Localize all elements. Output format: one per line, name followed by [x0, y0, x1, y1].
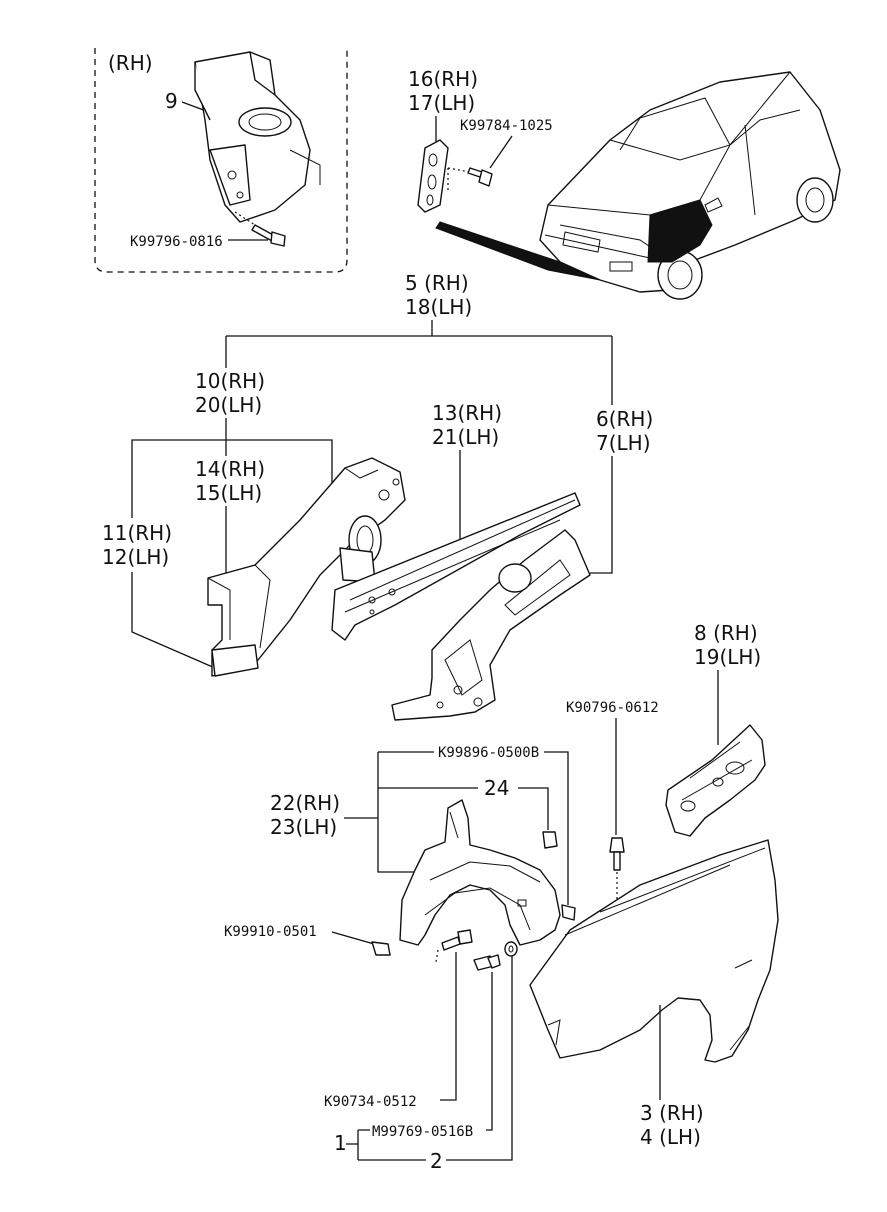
pn-m99769-0516b: M99769-0516B — [372, 1124, 473, 1140]
callout-19: 19(LH) — [694, 645, 761, 669]
car-overview-illustration — [539, 71, 841, 300]
bolt-1025-icon — [467, 167, 493, 187]
callout-24: 24 — [484, 776, 509, 800]
pn-k99910-0501: K99910-0501 — [224, 924, 317, 940]
pn-k90796-0612: K90796-0612 — [566, 700, 659, 716]
side-member-6-7 — [391, 529, 591, 721]
callout-8: 8 (RH) — [694, 621, 758, 645]
callout-20: 20(LH) — [195, 393, 262, 417]
callout-18: 18(LH) — [405, 295, 472, 319]
callout-16: 16(RH) — [408, 67, 478, 91]
pn-k99784-1025: K99784-1025 — [460, 118, 553, 134]
callout-23: 23(LH) — [270, 815, 337, 839]
callout-9: 9 — [165, 89, 178, 113]
inner-panel-8-19 — [665, 724, 766, 837]
callout-6: 6(RH) — [596, 407, 653, 431]
callout-7: 7(LH) — [596, 431, 651, 455]
bolt-0816-icon — [251, 224, 286, 247]
callout-22: 22(RH) — [270, 791, 340, 815]
callout-4: 4 (LH) — [640, 1125, 701, 1149]
callout-10: 10(RH) — [195, 369, 265, 393]
callout-15: 15(LH) — [195, 481, 262, 505]
callout-17: 17(LH) — [408, 91, 475, 115]
car-pointer-wedge — [435, 221, 601, 281]
callout-5: 5 (RH) — [405, 271, 469, 295]
bolt-0612-icon — [609, 837, 625, 871]
callout-12: 12(LH) — [102, 545, 169, 569]
callout-11: 11(RH) — [102, 521, 172, 545]
frame-rail-13-21 — [331, 492, 581, 641]
callout-14: 14(RH) — [195, 457, 265, 481]
screw-0516b-icon — [473, 954, 501, 971]
front-fender-3-4 — [529, 839, 779, 1063]
apron-member-14-15 — [207, 457, 406, 677]
strut-tower-bracket — [194, 51, 321, 223]
pn-k99896-0500b: K99896-0500B — [438, 745, 539, 761]
screw-0512-icon — [441, 929, 473, 951]
callout-13: 13(RH) — [432, 401, 502, 425]
clip-24-icon — [542, 831, 558, 849]
washer-2-icon — [504, 941, 518, 957]
callout-3: 3 (RH) — [640, 1101, 704, 1125]
clip-0501-icon — [371, 941, 391, 956]
callout-1: 1 — [334, 1131, 347, 1155]
inset-box: (RH) 9 K99796-0816 — [94, 48, 348, 273]
callout-2: 2 — [430, 1149, 443, 1173]
callout-21: 21(LH) — [432, 425, 499, 449]
pn-k99796-0816: K99796-0816 — [130, 234, 223, 250]
inset-side-label: (RH) — [108, 51, 153, 75]
bracket-16-17 — [417, 139, 449, 213]
pn-k90734-0512: K90734-0512 — [324, 1094, 417, 1110]
clip-0500b-icon — [561, 904, 576, 921]
mudguard-22-23 — [399, 799, 561, 946]
